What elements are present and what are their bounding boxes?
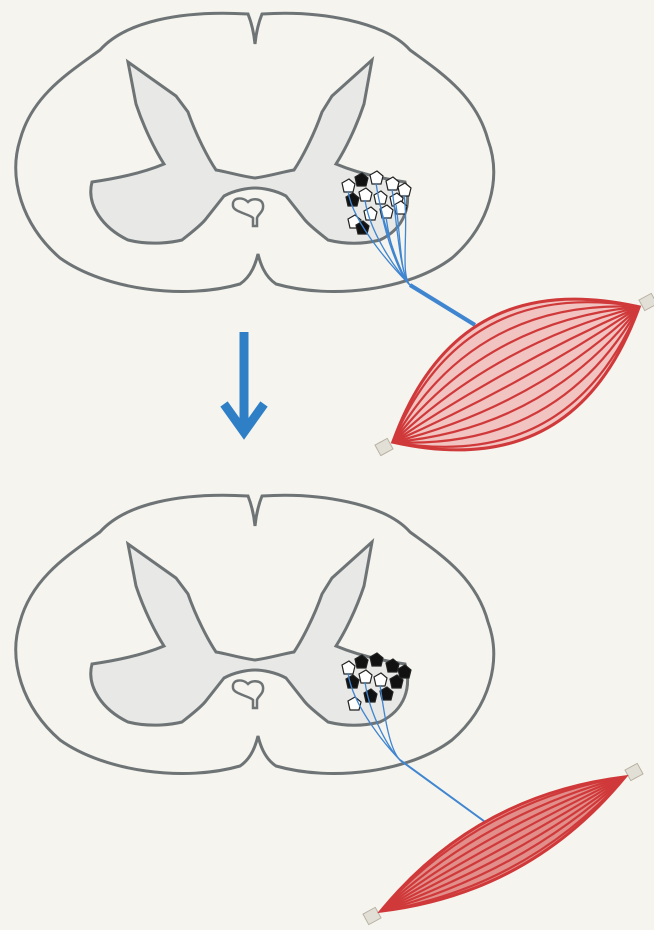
motor-neuron-icon [370,171,383,184]
tendon [375,438,393,455]
muscle-icon [363,763,643,924]
tendon [363,907,381,924]
central-canal [233,198,263,226]
spinal-cord-panel-atrophied [16,495,643,924]
muscle-body [381,777,625,911]
dead-motor-neuron-icon [370,653,383,666]
nerve-bundle [410,285,475,325]
muscle-icon [375,293,654,455]
spinal-cord-outline [16,495,494,773]
tendon [625,763,643,780]
spinal-cord-outline [16,13,494,291]
spinal-cord-panel-healthy [16,13,654,455]
nerve-bundle [400,760,488,824]
central-canal [233,680,263,708]
tendon [639,293,654,310]
muscle-body [393,299,639,450]
arrow-down-icon [224,332,264,432]
